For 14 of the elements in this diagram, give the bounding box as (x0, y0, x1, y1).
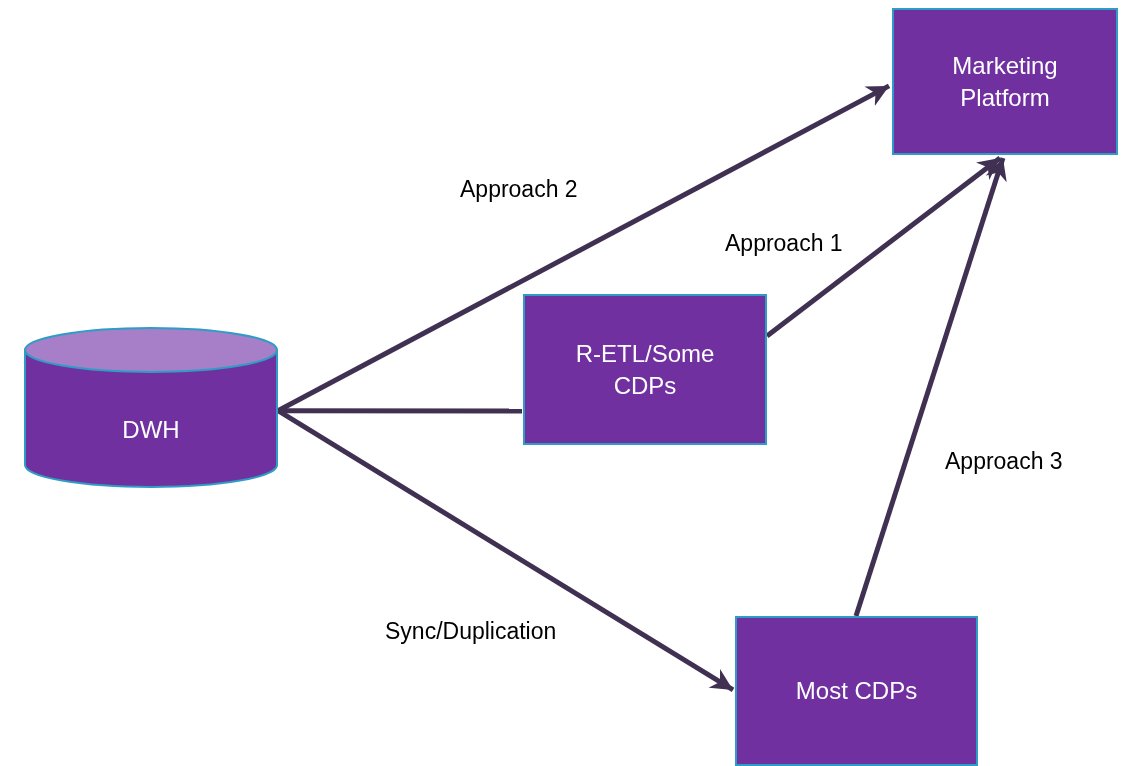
process-box (892, 8, 1118, 155)
node-label: R-ETL/Some CDPs (574, 339, 716, 401)
edge-label: Approach 2 (460, 176, 578, 203)
edge-label: Approach 1 (725, 230, 843, 257)
process-box (523, 294, 767, 445)
edge-label: Approach 3 (945, 448, 1063, 475)
connector-line (278, 408, 523, 414)
database-cylinder (24, 327, 278, 488)
process-box (735, 616, 978, 766)
node-label: Most CDPs (795, 676, 918, 707)
node-label: Marketing Platform (951, 51, 1059, 113)
node-label: DWH (122, 414, 180, 445)
edge-label: Sync/Duplication (385, 618, 557, 645)
arrow (853, 157, 1007, 617)
